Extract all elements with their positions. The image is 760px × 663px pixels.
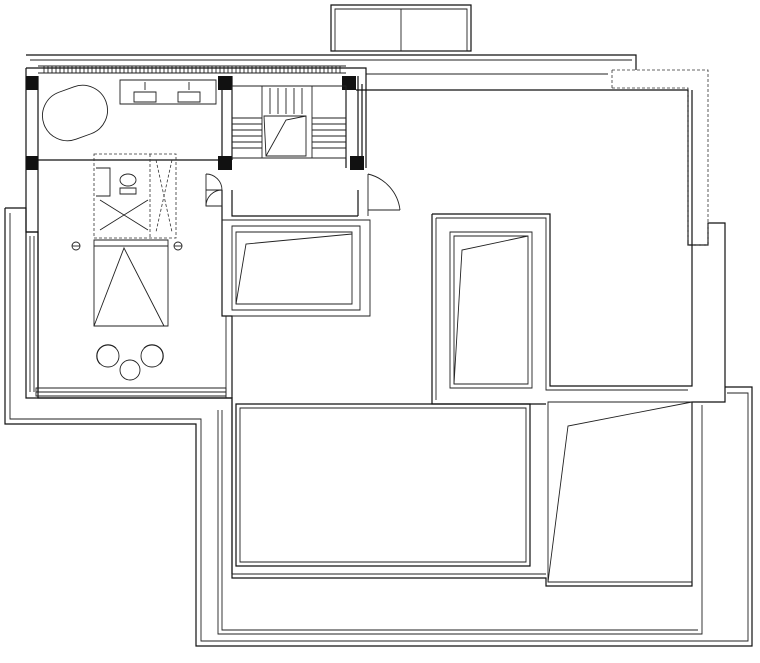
columns — [26, 76, 364, 170]
toilet-shower — [94, 154, 176, 238]
bed — [72, 240, 182, 326]
terrace-parapet — [5, 55, 752, 646]
bathtub — [35, 78, 114, 148]
stair — [232, 86, 346, 158]
top-balcony — [331, 5, 471, 51]
double-vanity — [120, 80, 216, 104]
roof-gutter — [612, 70, 708, 245]
exterior-walls — [26, 68, 366, 574]
railing-hatch — [38, 66, 346, 73]
skylight — [432, 90, 692, 404]
skylight — [548, 402, 692, 582]
skylight — [232, 226, 360, 310]
roof-inner-wall — [232, 396, 546, 574]
doors — [206, 174, 400, 216]
lounge-seating — [97, 345, 164, 380]
